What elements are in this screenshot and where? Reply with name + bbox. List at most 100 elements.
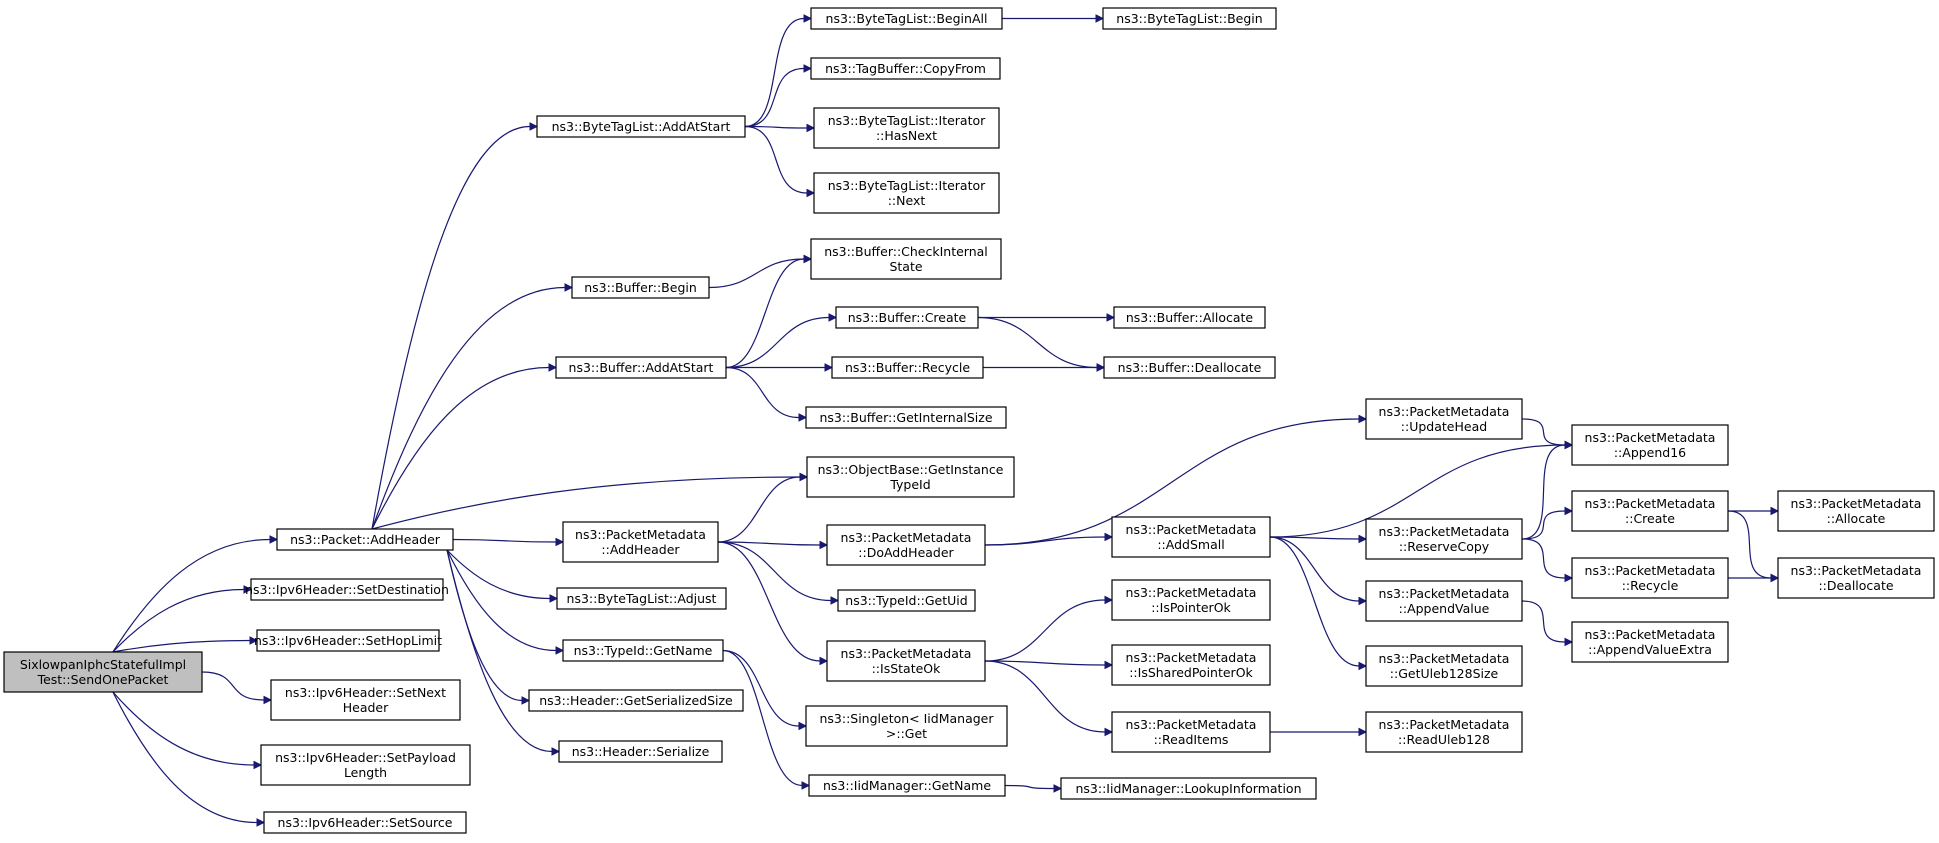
node-ipv6-setsource[interactable]: ns3::Ipv6Header::SetSource [263, 811, 467, 834]
node-label: ::DoAddHeader [858, 545, 954, 560]
node-pm-create[interactable]: ns3::PacketMetadata::Create [1571, 490, 1729, 532]
node-label: >::Get [886, 726, 927, 741]
node-iid-lookup[interactable]: ns3::IidManager::LookupInformation [1060, 777, 1317, 800]
node-pm-ispointerok[interactable]: ns3::PacketMetadata::IsPointerOk [1111, 579, 1271, 621]
edge-buf-recycle-to-buf-deallocate [983, 363, 1106, 372]
node-label: ns3::TypeId::GetName [574, 643, 713, 658]
node-label: ::ReadItems [1154, 732, 1229, 747]
edge-pm-addsmall-to-pm-reservecopy [1269, 534, 1368, 544]
node-label: ns3::PacketMetadata [1585, 563, 1716, 578]
edge-pm-addheader-to-pm-doaddheader [717, 540, 829, 550]
node-box [1571, 621, 1729, 663]
edge-pkt-addheader-to-btl-addatstart [371, 122, 539, 530]
node-label: ns3::PacketMetadata [1791, 563, 1922, 578]
node-ipv6-sethop[interactable]: ns3::Ipv6Header::SetHopLimit [254, 629, 442, 652]
node-pm-reservecopy[interactable]: ns3::PacketMetadata::ReserveCopy [1365, 518, 1523, 560]
node-pm-addsmall[interactable]: ns3::PacketMetadata::AddSmall [1111, 516, 1271, 558]
edge-buf-addatstart-to-buf-create [725, 313, 838, 369]
node-buf-create[interactable]: ns3::Buffer::Create [835, 306, 979, 329]
node-pm-addheader[interactable]: ns3::PacketMetadata::AddHeader [562, 521, 719, 563]
node-box [810, 57, 1001, 80]
node-btl-hasnext[interactable]: ns3::ByteTagList::Iterator::HasNext [813, 107, 1000, 149]
node-iid-getname[interactable]: ns3::IidManager::GetName [808, 774, 1006, 797]
edge-pm-addheader-to-obj-gettypeid [717, 472, 809, 543]
node-label: ns3::PacketMetadata [1126, 585, 1257, 600]
node-typeid-getname[interactable]: ns3::TypeId::GetName [562, 639, 724, 662]
node-label: ns3::Ipv6Header::SetHopLimit [254, 633, 442, 648]
node-label: ns3::ByteTagList::AddAtStart [552, 119, 731, 134]
node-typeid-getuid[interactable]: ns3::TypeId::GetUid [837, 589, 976, 612]
node-pm-readuleb[interactable]: ns3::PacketMetadata::ReadUleb128 [1365, 711, 1523, 753]
node-box [1365, 398, 1523, 440]
node-btl-beginall[interactable]: ns3::ByteTagList::BeginAll [810, 7, 1003, 30]
node-label: ::Append16 [1614, 445, 1686, 460]
node-pm-appendvalue[interactable]: ns3::PacketMetadata::AppendValue [1365, 580, 1523, 622]
node-pkt-addheader[interactable]: ns3::Packet::AddHeader [276, 528, 454, 551]
edge-typeid-getname-to-iid-getname [722, 649, 811, 790]
node-pm-appendvalueextra[interactable]: ns3::PacketMetadata::AppendValueExtra [1571, 621, 1729, 663]
node-label: ::ReserveCopy [1399, 539, 1490, 554]
edge-pkt-addheader-to-pm-addheader [452, 537, 565, 547]
node-label: ns3::ByteTagList::Begin [1116, 11, 1262, 26]
node-buf-begin[interactable]: ns3::Buffer::Begin [571, 276, 710, 299]
node-box [1571, 557, 1729, 599]
node-pm-updatehead[interactable]: ns3::PacketMetadata::UpdateHead [1365, 398, 1523, 440]
edge-btl-beginall-to-btl-begin [1002, 14, 1105, 23]
node-box [1111, 644, 1271, 686]
node-hdr-serialize[interactable]: ns3::Header::Serialize [558, 740, 723, 763]
node-label: ns3::TagBuffer::CopyFrom [825, 61, 986, 76]
node-btl-begin[interactable]: ns3::ByteTagList::Begin [1102, 7, 1277, 30]
edge-pm-reservecopy-to-pm-create [1521, 506, 1574, 540]
edge-btl-addatstart-to-btl-hasnext [744, 123, 816, 133]
node-box [806, 456, 1015, 498]
node-tagbuf-copyfrom[interactable]: ns3::TagBuffer::CopyFrom [810, 57, 1001, 80]
node-label: ns3::Singleton< IidManager [819, 711, 994, 726]
node-pm-deallocate[interactable]: ns3::PacketMetadata::Deallocate [1777, 557, 1935, 599]
edge-pm-isstateok-to-pm-readitems [984, 660, 1114, 737]
node-btl-addatstart[interactable]: ns3::ByteTagList::AddAtStart [536, 115, 746, 138]
node-pm-readitems[interactable]: ns3::PacketMetadata::ReadItems [1111, 711, 1271, 753]
node-box [1113, 306, 1266, 329]
edge-root-to-ipv6-setdest [112, 585, 253, 653]
node-buf-deallocate[interactable]: ns3::Buffer::Deallocate [1103, 356, 1276, 379]
node-box [805, 705, 1008, 747]
node-box [1111, 516, 1271, 558]
node-buf-addatstart[interactable]: ns3::Buffer::AddAtStart [555, 356, 727, 379]
node-buf-allocate[interactable]: ns3::Buffer::Allocate [1113, 306, 1266, 329]
node-label: ns3::Ipv6Header::SetDestination [245, 582, 449, 597]
node-box [270, 679, 461, 721]
node-pm-append16[interactable]: ns3::PacketMetadata::Append16 [1571, 424, 1729, 466]
node-box [831, 356, 984, 379]
node-btl-adjust[interactable]: ns3::ByteTagList::Adjust [556, 587, 727, 610]
node-box [1365, 580, 1523, 622]
node-pm-isstateok[interactable]: ns3::PacketMetadata::IsStateOk [826, 640, 986, 682]
node-pm-doaddheader[interactable]: ns3::PacketMetadata::DoAddHeader [826, 524, 986, 566]
node-label: ns3::Buffer::GetInternalSize [819, 410, 992, 425]
node-label: ns3::PacketMetadata [1379, 524, 1510, 539]
node-ipv6-setdest[interactable]: ns3::Ipv6Header::SetDestination [245, 578, 449, 601]
node-pm-allocate[interactable]: ns3::PacketMetadata::Allocate [1777, 490, 1935, 532]
edge-root-to-ipv6-setnext [201, 671, 273, 705]
node-hdr-getsize[interactable]: ns3::Header::GetSerializedSize [528, 689, 744, 712]
node-box [1060, 777, 1317, 800]
node-root[interactable]: SixlowpanIphcStatefulImplTest::SendOnePa… [3, 651, 203, 693]
node-btl-next[interactable]: ns3::ByteTagList::Iterator::Next [813, 172, 1000, 214]
node-box [813, 107, 1000, 149]
node-label: ::HasNext [876, 128, 937, 143]
node-buf-getinternalsize[interactable]: ns3::Buffer::GetInternalSize [805, 406, 1007, 429]
node-pm-recycle[interactable]: ns3::PacketMetadata::Recycle [1571, 557, 1729, 599]
node-box [837, 589, 976, 612]
node-pm-getuleb[interactable]: ns3::PacketMetadata::GetUleb128Size [1365, 645, 1523, 687]
node-label: ::ReadUleb128 [1398, 732, 1490, 747]
node-box [256, 629, 440, 652]
node-box [1365, 518, 1523, 560]
node-pm-issharedpointerok[interactable]: ns3::PacketMetadata::IsSharedPointerOk [1111, 644, 1271, 686]
node-label: ns3::PacketMetadata [1126, 650, 1257, 665]
node-singleton-get[interactable]: ns3::Singleton< IidManager>::Get [805, 705, 1008, 747]
node-label: ns3::Packet::AddHeader [290, 532, 441, 547]
node-buf-recycle[interactable]: ns3::Buffer::Recycle [831, 356, 984, 379]
